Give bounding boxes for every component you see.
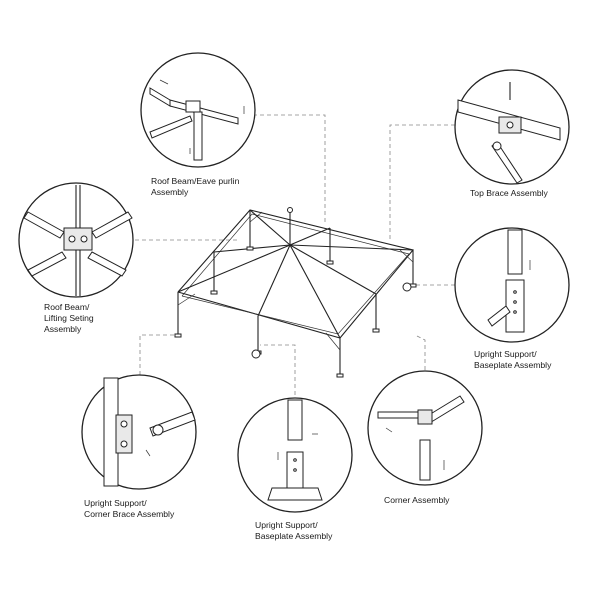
label-upright-baseplate-right: Upright Support/ Baseplate Assembly [474,349,551,371]
label-line: Corner Brace Assembly [84,509,175,519]
label-line: Upright Support/ [474,349,537,359]
label-line: Baseplate Assembly [474,360,552,370]
label-line: Upright Support/ [84,498,147,508]
detail-upright-baseplate-center [237,397,353,513]
label-line: Baseplate Assembly [255,531,333,541]
label-line: Roof Beam/ [44,302,90,312]
label-top-brace: Top Brace Assembly [470,188,548,199]
label-roof-beam-eave: Roof Beam/Eave purlin Assembly [151,176,239,198]
label-line: Assembly [151,187,189,197]
label-roof-beam-lifting: Roof Beam/ Lifting Seting Assembly [44,302,94,335]
label-line: Upright Support/ [255,520,318,530]
label-corner-assembly: Corner Assembly [384,495,449,506]
label-line: Lifting Seting [44,313,94,323]
detail-top-brace [454,69,570,185]
detail-roof-beam-eave [140,52,256,168]
detail-upright-corner-brace [81,374,197,490]
label-upright-baseplate-center: Upright Support/ Baseplate Assembly [255,520,332,542]
detail-corner-assembly [367,370,483,486]
detail-upright-baseplate-right [454,227,570,343]
label-line: Top Brace Assembly [470,188,548,198]
label-line: Corner Assembly [384,495,450,505]
label-line: Assembly [44,324,82,334]
label-line: Roof Beam/Eave purlin [151,176,240,186]
detail-roof-beam-lifting [18,182,134,298]
label-upright-corner-brace: Upright Support/ Corner Brace Assembly [84,498,174,520]
leader-lines [135,114,455,395]
canopy-frame [174,207,417,378]
